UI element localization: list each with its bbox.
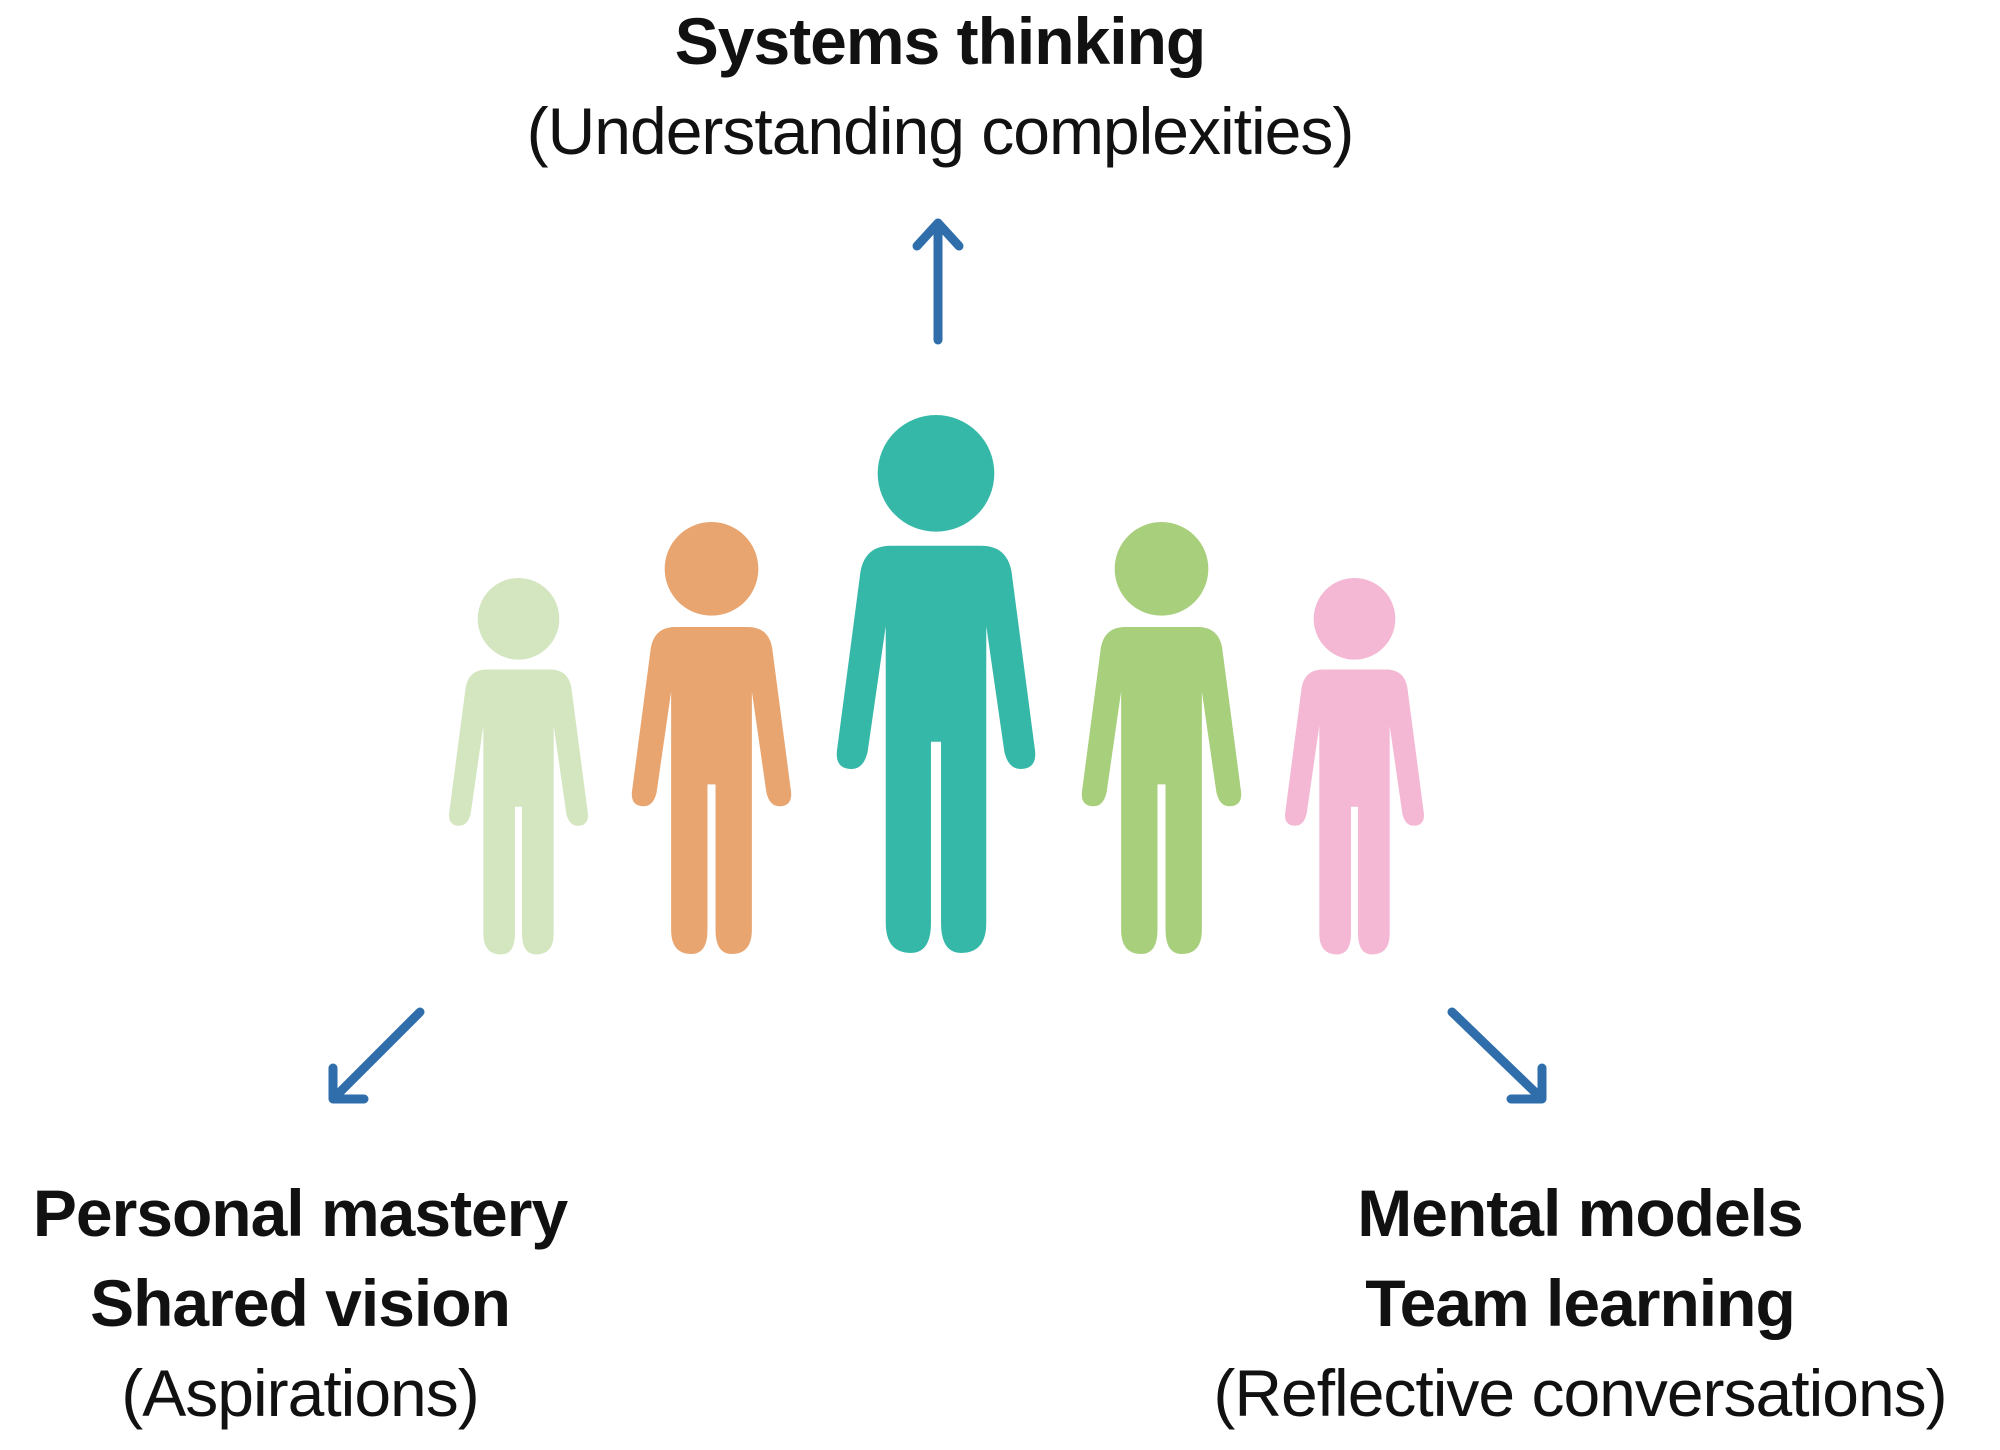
person-icon-orange (631, 522, 792, 954)
top-label: Systems thinking (Understanding complexi… (440, 8, 1440, 164)
person-icon-green (1081, 522, 1242, 954)
left-subtitle: (Aspirations) (121, 1356, 479, 1430)
person-icon-teal (836, 415, 1036, 953)
person-icon-light-green (449, 578, 588, 955)
person-icon-pink (1285, 578, 1424, 955)
left-line2: Shared vision (90, 1266, 511, 1340)
top-title: Systems thinking (674, 4, 1206, 78)
left-line1: Personal mastery (32, 1176, 568, 1250)
left-label: Personal mastery Shared vision (Aspirati… (0, 1180, 600, 1450)
right-subtitle: (Reflective conversations) (1213, 1356, 1947, 1430)
right-line1: Mental models (1357, 1176, 1803, 1250)
arrow-up-icon (912, 218, 964, 345)
right-line2: Team learning (1365, 1266, 1796, 1340)
top-subtitle: (Understanding complexities) (526, 94, 1355, 168)
arrow-down-left-icon (328, 1007, 425, 1104)
person-group (449, 415, 1424, 955)
right-label: Mental models Team learning (Reflective … (1160, 1180, 2000, 1450)
arrow-down-right-icon (1447, 1007, 1547, 1104)
